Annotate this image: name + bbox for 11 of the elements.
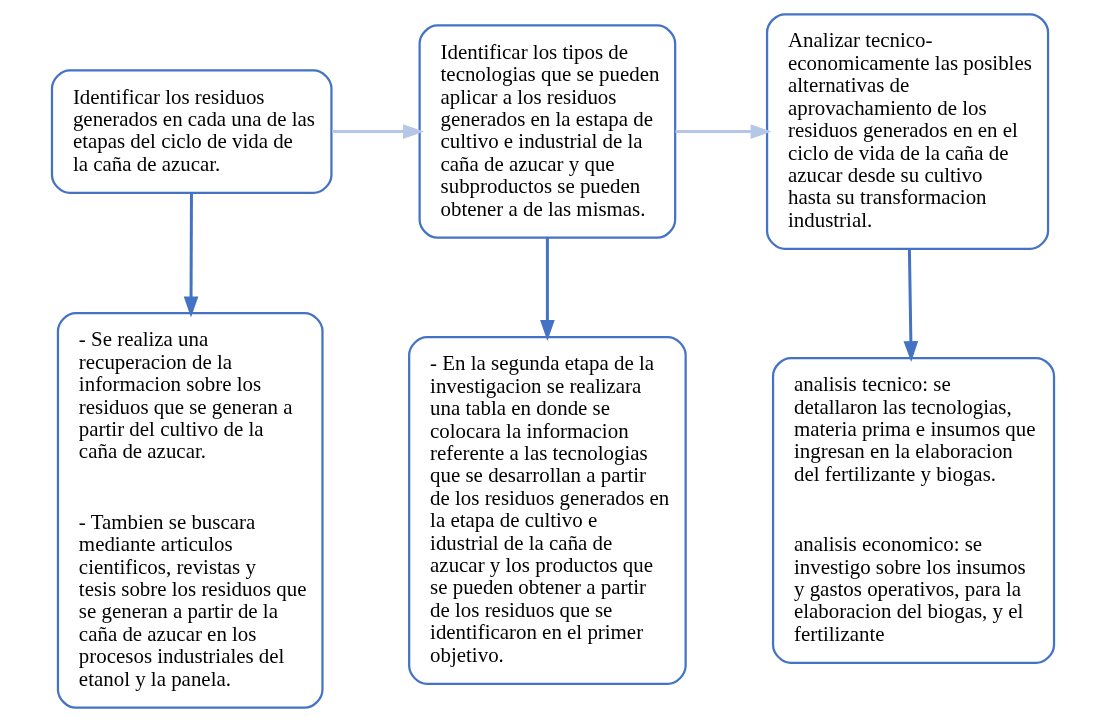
arrow: [183, 193, 198, 318]
arrow: [539, 237, 555, 341]
arrow: [903, 248, 918, 362]
node-box: Identificar los residuos generados en cada una de las etapas del ciclo de vida de la caña de azucar.: [50, 69, 333, 194]
node-box: - En la segunda etapa de la investigacion se realizara una tabla en donde se colocara la informacion referente a las tecnologias que se desarrollan a partir de los residuos generados en la etapa de cultivo e idustrial de la caña de azucar y los productos que se pueden obtener a partir de los residuos que se identificaron en el primer objetivo.: [407, 335, 687, 685]
node-box: Analizar tecnico-economicamente las posibles alternativas de aprovachamiento de los residuos generados en en el ciclo de vida de la caña de azucar desde su cultivo hasta su transformacion industrial.: [765, 13, 1049, 251]
arrow: [674, 124, 772, 139]
node-box: Identificar los tipos de tecnologias que se pueden aplicar a los residuos generados en la estapa de cultivo e industrial de la caña de azucar y que subproductos se pueden obtener a de las mismas.: [418, 24, 676, 239]
node-box: analisis tecnico: se detallaron las tecnologias, materia prima e insumos que ingresan en la elaboracion del fertilizante y biogas. analisis economico: se investigo sobre los insumos y gastos operativos, para la elaboracion del biogas, y el fertilizante: [771, 356, 1055, 664]
node-box: - Se realiza una recuperacion de la informacion sobre los residuos que se generan a partir del cultivo de la caña de azucar. - Tambien se buscara mediante articulos cientificos, revistas y tesis sobre los residuos que se generan a partir de la caña de azucar en los procesos industriales del etanol y la panela.: [56, 312, 324, 709]
arrow: [331, 124, 424, 139]
